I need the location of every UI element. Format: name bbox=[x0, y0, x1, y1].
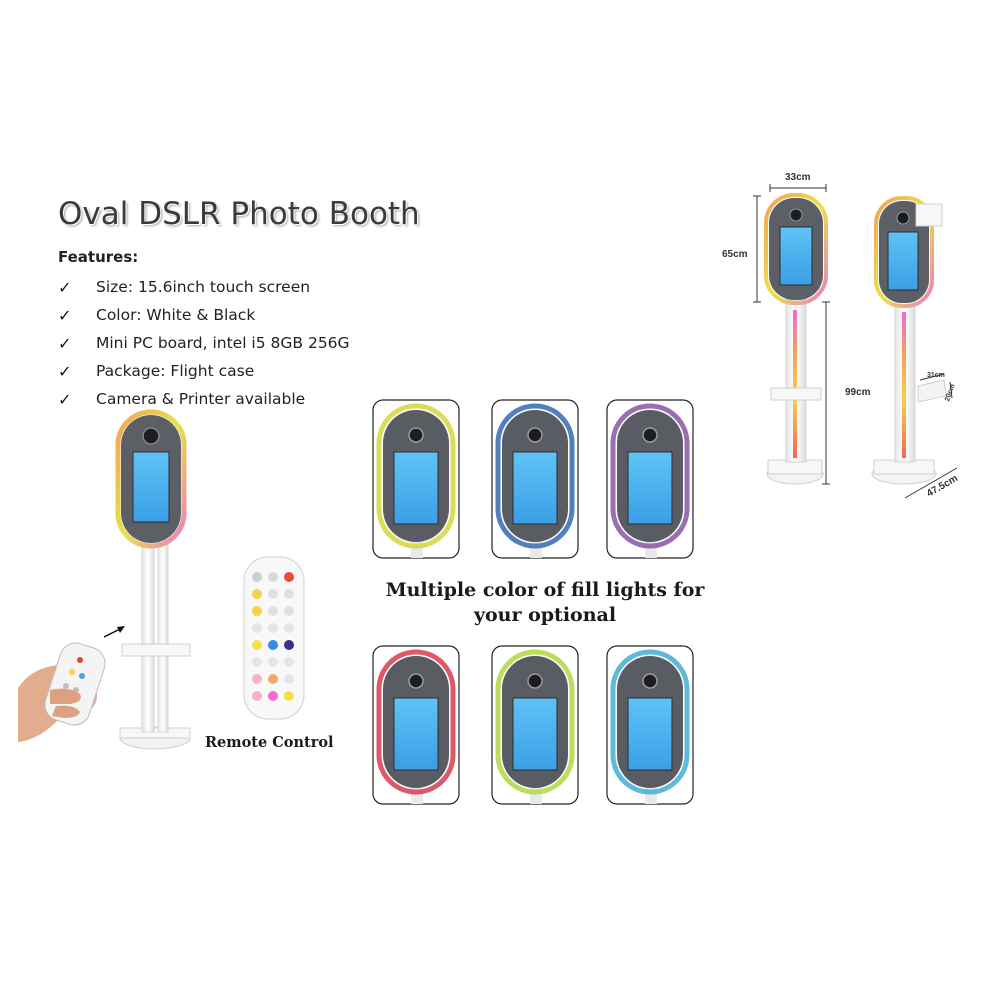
arrow-icon bbox=[103, 626, 125, 638]
color-variant-tile bbox=[372, 645, 460, 805]
checkmark-icon: ✓ bbox=[58, 389, 72, 409]
checkmark-icon: ✓ bbox=[58, 277, 72, 297]
color-variant-tile bbox=[491, 399, 579, 559]
fill-light-caption: Multiple color of fill lights for your o… bbox=[385, 579, 705, 626]
checkmark-icon: ✓ bbox=[58, 361, 72, 381]
camera-lens-icon bbox=[408, 673, 424, 689]
tray-width-dimension-label: 31cm bbox=[927, 372, 945, 379]
remote-control-icon bbox=[243, 556, 305, 720]
stand-height-dimension-label: 99cm bbox=[845, 387, 871, 398]
color-variant-tile bbox=[606, 645, 694, 805]
page-title: Oval DSLR Photo Booth bbox=[58, 196, 420, 232]
checkmark-icon: ✓ bbox=[58, 333, 72, 353]
camera-lens-icon bbox=[142, 427, 160, 445]
width-dimension-label: 33cm bbox=[785, 172, 811, 183]
feature-item: ✓Package: Flight case bbox=[58, 361, 255, 381]
main-booth bbox=[115, 409, 191, 750]
camera-lens-icon bbox=[642, 673, 658, 689]
feature-item: ✓Camera & Printer available bbox=[58, 389, 306, 409]
feature-item: ✓Mini PC board, intel i5 8GB 256G bbox=[58, 333, 350, 353]
camera-lens-icon bbox=[642, 427, 658, 443]
camera-lens-icon bbox=[408, 427, 424, 443]
hand-icon bbox=[18, 642, 106, 742]
camera-lens-icon bbox=[527, 673, 543, 689]
color-variant-tile bbox=[606, 399, 694, 559]
camera-lens-icon bbox=[527, 427, 543, 443]
color-variant-tile bbox=[491, 645, 579, 805]
checkmark-icon: ✓ bbox=[58, 305, 72, 325]
feature-item: ✓Color: White & Black bbox=[58, 305, 256, 325]
remote-control-label: Remote Control bbox=[205, 734, 334, 751]
features-list: ✓Size: 15.6inch touch screen ✓Color: Whi… bbox=[58, 273, 350, 413]
features-heading: Features: bbox=[58, 248, 139, 266]
feature-item: ✓Size: 15.6inch touch screen bbox=[58, 277, 311, 297]
camera-lens-icon bbox=[789, 208, 803, 222]
camera-lens-icon bbox=[896, 211, 910, 225]
color-variants bbox=[372, 399, 694, 805]
head-height-dimension-label: 65cm bbox=[722, 249, 748, 260]
color-variant-tile bbox=[372, 399, 460, 559]
dimension-diagram bbox=[753, 184, 958, 499]
